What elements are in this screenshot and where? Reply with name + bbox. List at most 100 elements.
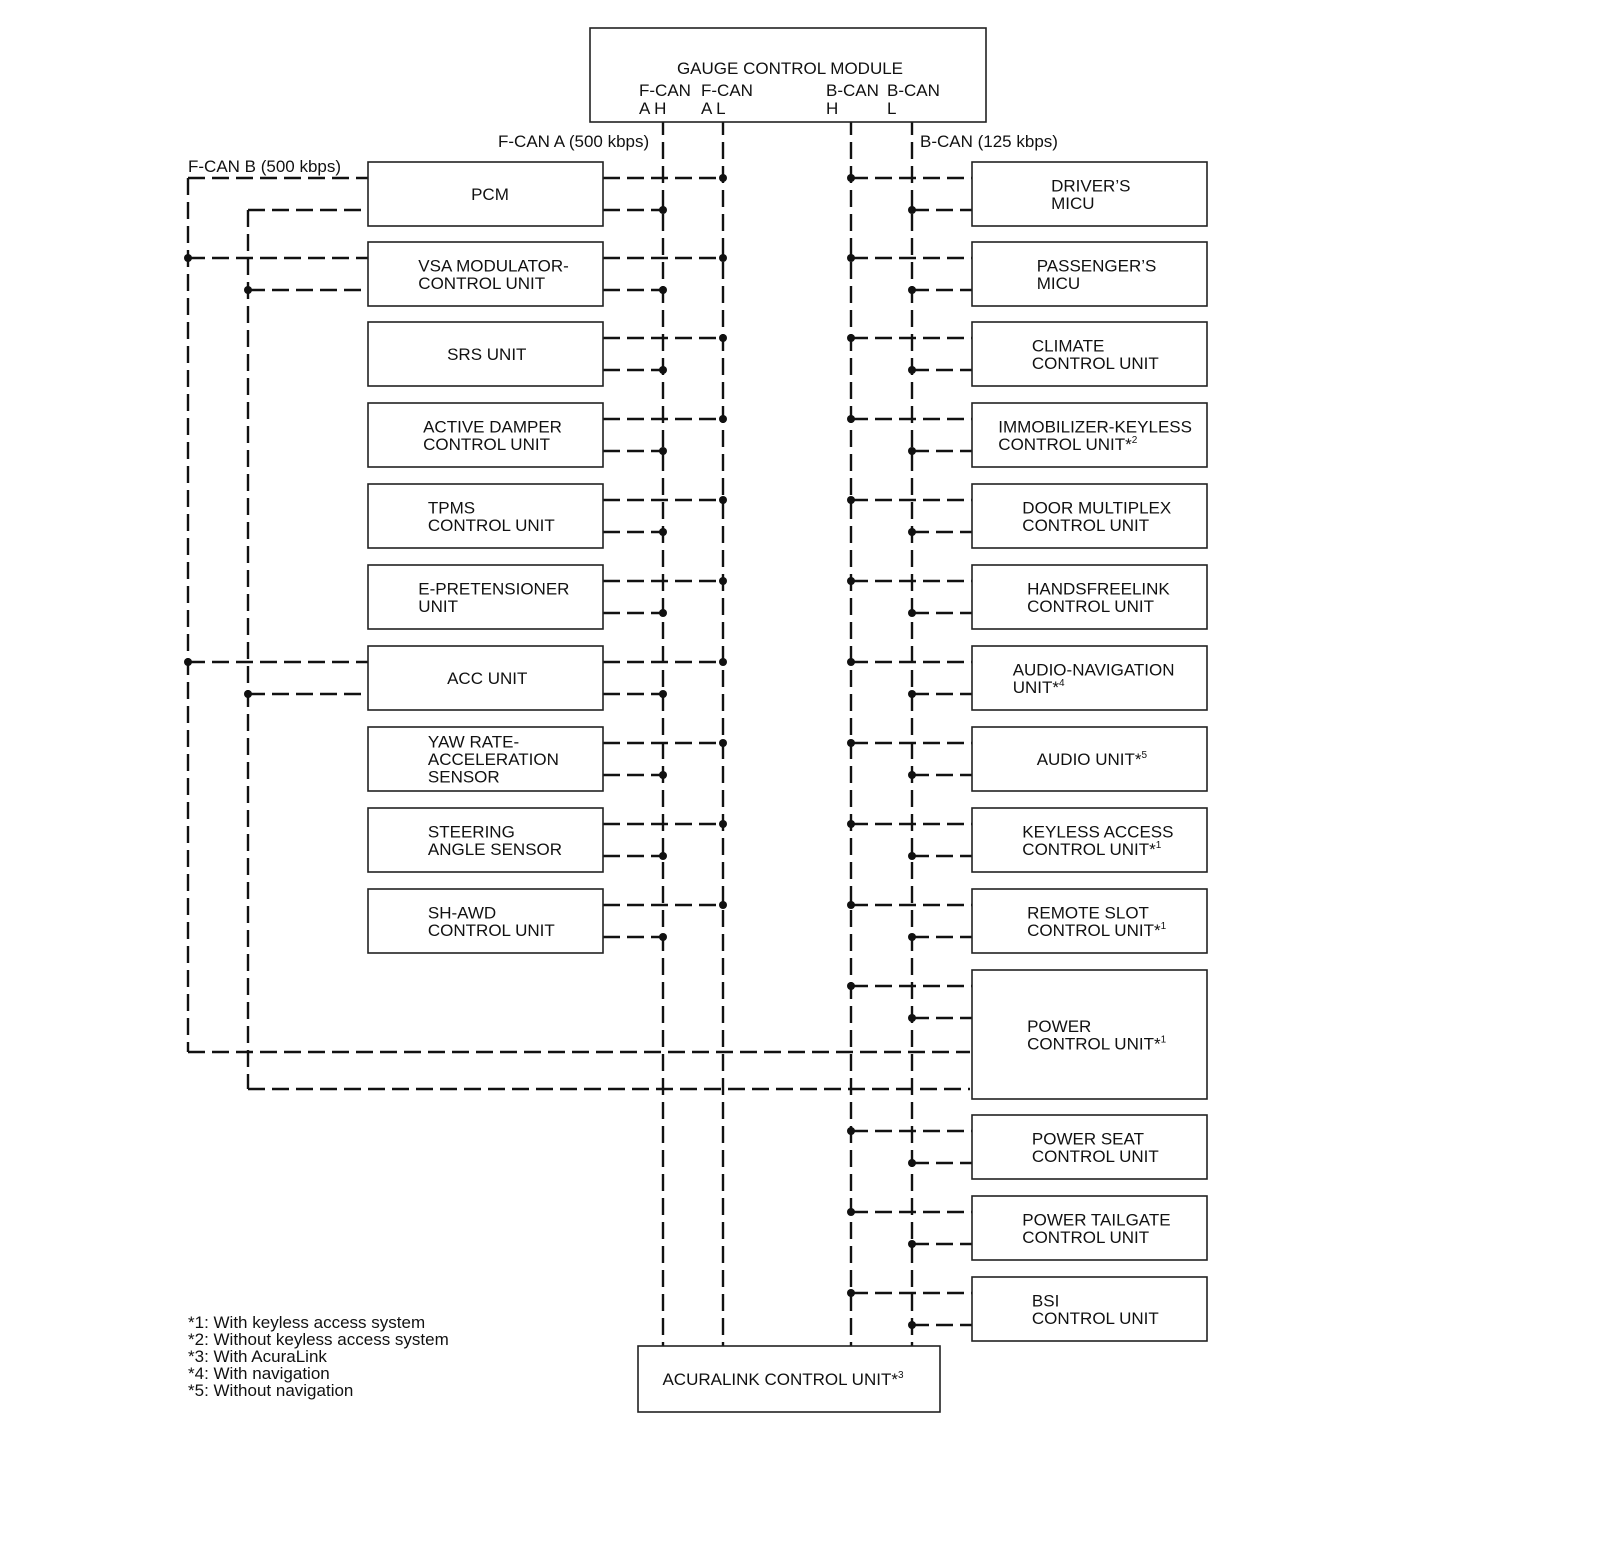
remote-slot-control-unit-superscript: 1 — [1161, 921, 1167, 932]
passenger-s-micu-line-1: PASSENGER’S — [1037, 256, 1157, 275]
handsfreelink-control-unit-bcan-l-dot — [908, 609, 916, 617]
gauge-fcan-al-bottom: A L — [701, 99, 726, 118]
gauge-bcan-l-top: B-CAN — [887, 81, 940, 100]
yaw-rate-acceleration-sensor-line-2: ACCELERATION — [428, 750, 559, 769]
remote-slot-control-unit-box — [971, 888, 1208, 954]
srs-unit-line-1: SRS UNIT — [447, 345, 526, 364]
pcm-fcan-al-dot — [719, 174, 727, 182]
gauge-title: GAUGE CONTROL MODULE — [677, 59, 903, 78]
keyless-access-control-unit-bcan-l-dot — [908, 852, 916, 860]
tpms-control-unit-line-2: CONTROL UNIT — [428, 516, 555, 535]
yaw-rate-acceleration-sensor-box — [367, 726, 604, 792]
yaw-rate-acceleration-sensor-line-3: SENSOR — [428, 768, 500, 787]
keyless-access-control-unit-box — [971, 807, 1208, 873]
footnotes: *1: With keyless access system *2: Witho… — [188, 1313, 449, 1400]
driver-s-micu-line-1: DRIVER’S — [1051, 176, 1130, 195]
tpms-control-unit-fcan-al-dot — [719, 496, 727, 504]
audio-unit-bcan-h-dot — [847, 739, 855, 747]
tpms-control-unit-fcan-ah-dot — [659, 528, 667, 536]
driver-s-micu-box — [971, 161, 1208, 227]
pcm-fcan-ah-dot — [659, 206, 667, 214]
acc-unit-line-1: ACC UNIT — [447, 669, 527, 688]
fcan-b-acc-outer-dot — [184, 658, 192, 666]
footnote-4: *4: With navigation — [188, 1364, 330, 1383]
fcan-b-vsa-outer-dot — [184, 254, 192, 262]
tpms-control-unit-line-1: TPMS — [428, 498, 475, 517]
power-control-unit-line-1: POWER — [1027, 1017, 1091, 1036]
junction-dots — [184, 174, 916, 1329]
e-pretensioner-unit-fcan-ah-dot — [659, 609, 667, 617]
audio-navigation-unit-bcan-l-dot — [908, 690, 916, 698]
power-seat-control-unit-line-1: POWER SEAT — [1032, 1129, 1144, 1148]
immobilizer-keyless-control-unit-line-text: CONTROL UNIT* — [998, 435, 1132, 454]
climate-control-unit-bcan-h-dot — [847, 334, 855, 342]
door-multiplex-control-unit-line-1: DOOR MULTIPLEX — [1022, 498, 1171, 517]
audio-navigation-unit-box — [971, 645, 1208, 711]
immobilizer-keyless-control-unit-bcan-l-dot — [908, 447, 916, 455]
climate-control-unit-line-2: CONTROL UNIT — [1032, 354, 1159, 373]
climate-control-unit-bcan-l-dot — [908, 366, 916, 374]
bsi-control-unit-bcan-h-dot — [847, 1289, 855, 1297]
door-multiplex-control-unit-bcan-l-dot — [908, 528, 916, 536]
climate-control-unit-line-1: CLIMATE — [1032, 336, 1104, 355]
sh-awd-control-unit-fcan-ah-dot — [659, 933, 667, 941]
gauge-bcan-h-bottom: H — [826, 99, 838, 118]
steering-angle-sensor-fcan-ah-dot — [659, 852, 667, 860]
e-pretensioner-unit-fcan-al-dot — [719, 577, 727, 585]
immobilizer-keyless-control-unit-superscript: 2 — [1132, 435, 1138, 446]
bus-lines — [186, 118, 972, 1346]
right-unit-column: DRIVER’SMICUPASSENGER’SMICUCLIMATECONTRO… — [971, 161, 1208, 1342]
acc-unit-box — [367, 645, 604, 711]
sh-awd-control-unit-box — [367, 888, 604, 954]
vsa-modulator-control-unit-fcan-al-dot — [719, 254, 727, 262]
steering-angle-sensor-line-2: ANGLE SENSOR — [428, 840, 562, 859]
srs-unit-fcan-ah-dot — [659, 366, 667, 374]
e-pretensioner-unit-line-1: E-PRETENSIONER — [418, 579, 569, 598]
tpms-control-unit-box — [367, 483, 604, 549]
handsfreelink-control-unit-box — [971, 564, 1208, 630]
srs-unit-fcan-al-dot — [719, 334, 727, 342]
active-damper-control-unit-line-1: ACTIVE DAMPER — [423, 417, 562, 436]
audio-navigation-unit-bcan-h-dot — [847, 658, 855, 666]
power-control-unit-bcan-h-dot — [847, 982, 855, 990]
active-damper-control-unit-fcan-al-dot — [719, 415, 727, 423]
left-unit-acc-unit: ACC UNIT — [367, 645, 604, 711]
gauge-fcan-al-top: F-CAN — [701, 81, 753, 100]
bsi-control-unit-bcan-l-dot — [908, 1321, 916, 1329]
steering-angle-sensor-fcan-al-dot — [719, 820, 727, 828]
footnote-1: *1: With keyless access system — [188, 1313, 425, 1332]
immobilizer-keyless-control-unit-box — [971, 402, 1208, 468]
handsfreelink-control-unit-line-2: CONTROL UNIT — [1027, 597, 1154, 616]
gauge-control-module: GAUGE CONTROL MODULE F-CAN A H F-CAN A L… — [589, 27, 987, 123]
audio-navigation-unit-line-text: UNIT* — [1013, 678, 1060, 697]
bsi-control-unit-line-1: BSI — [1032, 1291, 1059, 1310]
right-unit-audio-unit: AUDIO UNIT*5 — [971, 726, 1208, 792]
remote-slot-control-unit-bcan-h-dot — [847, 901, 855, 909]
steering-angle-sensor-line-1: STEERING — [428, 822, 515, 841]
footnote-3: *3: With AcuraLink — [188, 1347, 327, 1366]
left-unit-srs-unit: SRS UNIT — [367, 321, 604, 387]
acuralink-label: ACURALINK CONTROL UNIT*3 — [662, 1370, 904, 1389]
power-tailgate-control-unit-line-1: POWER TAILGATE — [1022, 1210, 1170, 1229]
srs-unit-box — [367, 321, 604, 387]
active-damper-control-unit-box — [367, 402, 604, 468]
driver-s-micu-bcan-h-dot — [847, 174, 855, 182]
passenger-s-micu-bcan-h-dot — [847, 254, 855, 262]
handsfreelink-control-unit-bcan-h-dot — [847, 577, 855, 585]
audio-navigation-unit-line-1: AUDIO-NAVIGATION — [1013, 660, 1175, 679]
immobilizer-keyless-control-unit-line-1: IMMOBILIZER-KEYLESS — [998, 417, 1192, 436]
